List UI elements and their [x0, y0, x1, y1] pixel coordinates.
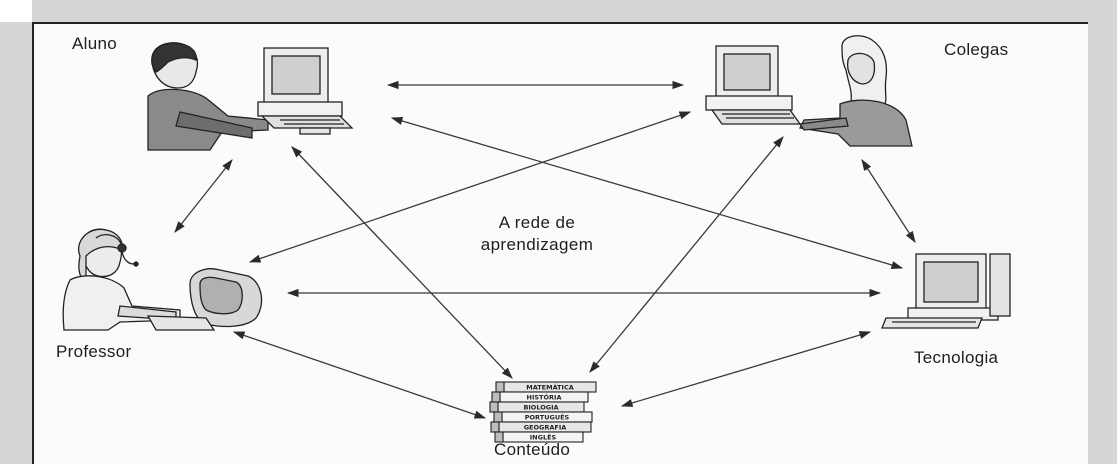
book-edge: [490, 421, 500, 433]
book-edge: [494, 431, 504, 443]
book-title: GEOGRAFIA: [524, 424, 567, 432]
node-label-professor: Professor: [56, 342, 132, 361]
teacher-with-headset-icon: [62, 228, 263, 331]
center-title-line2: aprendizagem: [480, 235, 594, 254]
corner-blank: [0, 0, 32, 22]
computer-icon: [881, 253, 1011, 329]
center-title-line1: A rede de: [498, 213, 576, 232]
arrow-tecnologia-conteudo: [620, 331, 872, 407]
node-label-colegas: Colegas: [944, 40, 1009, 59]
arrow-professor-conteudo: [232, 331, 487, 419]
book-edge: [495, 381, 505, 393]
book-edge: [489, 401, 499, 413]
right-margin: [1088, 22, 1117, 464]
node-label-tecnologia: Tecnologia: [914, 348, 999, 367]
arrow-aluno-conteudo: [291, 146, 513, 379]
book-title: PORTUGUÊS: [525, 413, 570, 422]
student-at-computer-icon: [147, 42, 354, 151]
book-title: MATEMÁTICA: [526, 383, 574, 392]
arrow-aluno-professor: [174, 159, 233, 233]
book-title: HISTÓRIA: [527, 393, 562, 402]
book-title: INGLÊS: [530, 433, 557, 442]
book-edge: [493, 411, 503, 423]
colleague-at-computer-icon: [705, 35, 913, 147]
node-label-conteudo: Conteúdo: [494, 440, 571, 459]
node-label-aluno: Aluno: [72, 34, 117, 53]
book-title: BIOLOGIA: [523, 404, 558, 412]
book-edge: [491, 391, 501, 403]
arrow-colegas-tecnologia: [861, 159, 916, 243]
connection-arrows: [174, 80, 916, 419]
center-title: A rede de aprendizagem: [432, 212, 642, 256]
